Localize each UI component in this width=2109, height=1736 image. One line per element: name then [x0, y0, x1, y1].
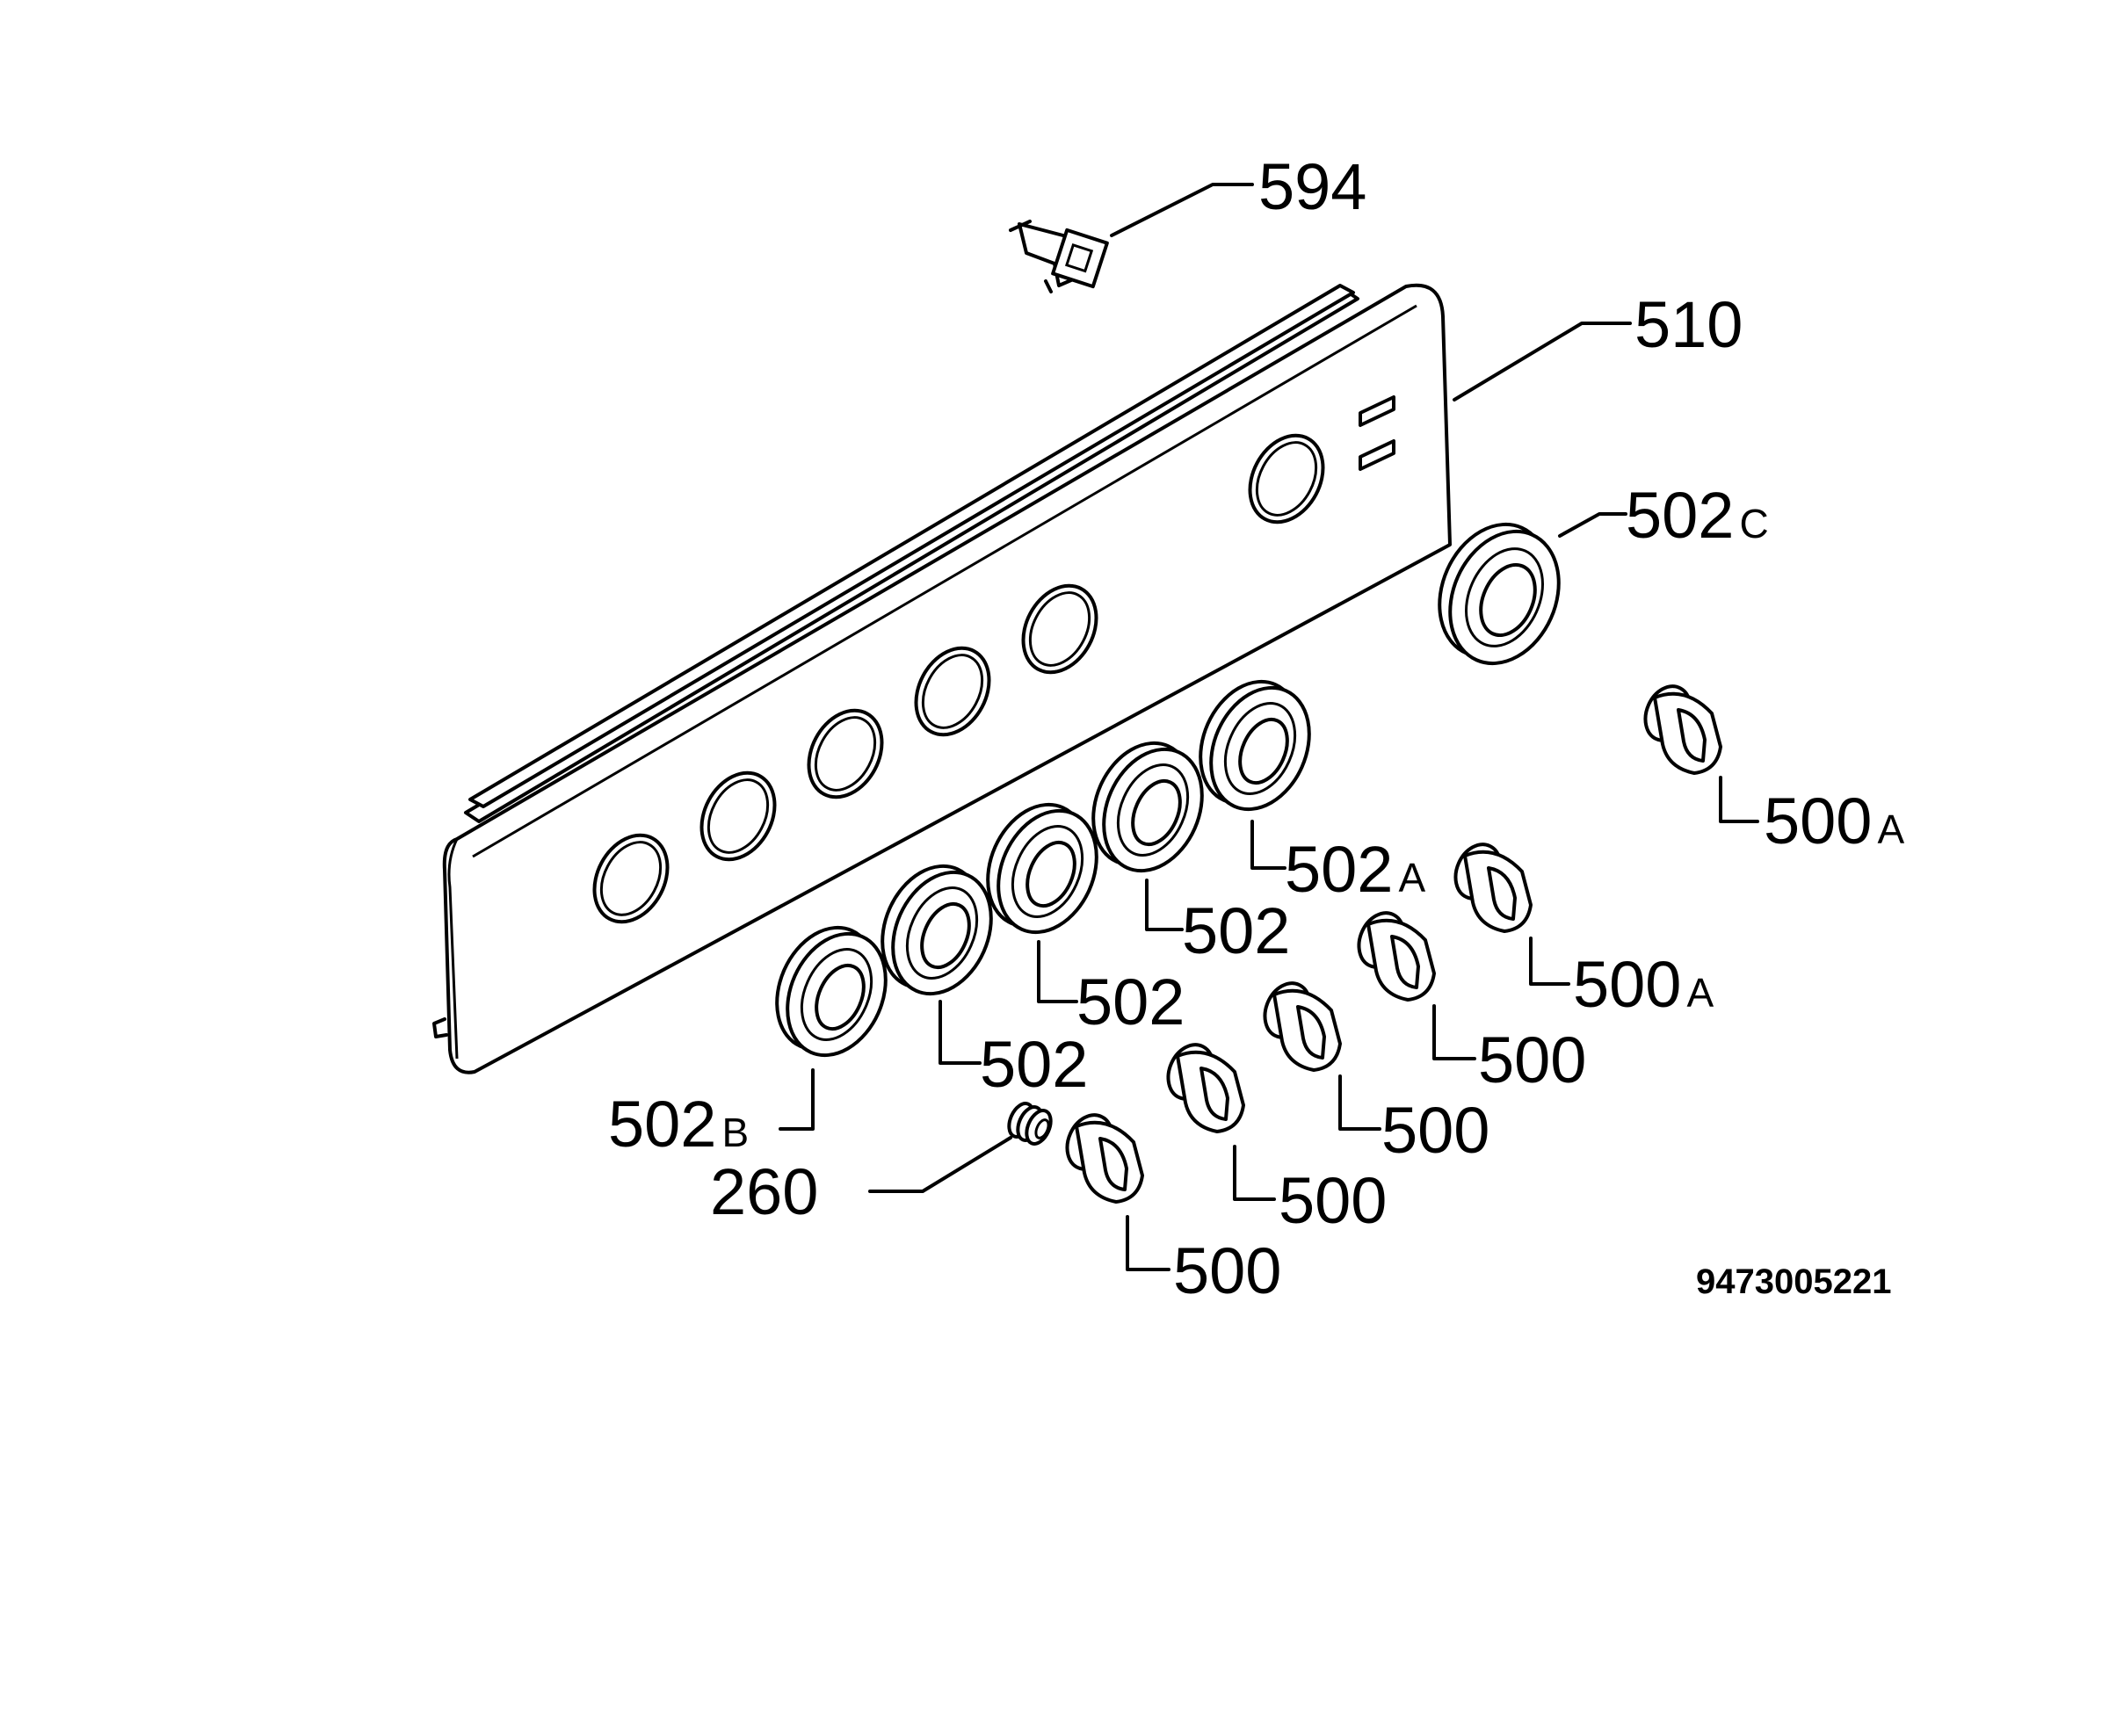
leader-502-2 [1037, 940, 1078, 1003]
label-500-4: 500 [1478, 1024, 1586, 1096]
leader-500a-1 [1719, 776, 1759, 823]
part-500-knob-2 [1166, 1043, 1245, 1133]
label-502-1: 502 [980, 1028, 1088, 1101]
leader-500-4 [1432, 1004, 1476, 1060]
part-260-spring [1007, 1102, 1053, 1146]
panel-knob-holes [592, 433, 1325, 924]
part-500-knob-3 [1263, 981, 1342, 1072]
document-id: 9473005221 [1696, 1262, 1891, 1301]
leader-500a-2 [1529, 937, 1570, 986]
leader-502a [1250, 820, 1286, 870]
part-500a-knob-1 [1643, 684, 1722, 775]
leader-500-3 [1338, 1074, 1381, 1131]
leader-502c [1558, 512, 1627, 538]
leader-502b [779, 1068, 815, 1131]
label-500-1: 500 [1173, 1234, 1281, 1307]
part-594-bracket [1009, 220, 1109, 293]
leader-500-2 [1233, 1145, 1276, 1201]
part-500-knob-1 [1065, 1113, 1144, 1204]
label-594: 594 [1258, 150, 1366, 223]
part-502c-bezel [1438, 522, 1561, 666]
part-502-bezel-3 [1091, 741, 1204, 873]
part-500a-knob-2 [1453, 843, 1533, 933]
part-502-bezel-2 [986, 802, 1098, 935]
label-500-2: 500 [1279, 1164, 1387, 1237]
part-502a-bezel [1199, 679, 1311, 812]
part-502-bezel-1 [881, 864, 993, 996]
leader-502-3 [1145, 879, 1184, 931]
label-510: 510 [1634, 288, 1743, 361]
label-500-3: 500 [1381, 1094, 1489, 1167]
leader-594 [1110, 183, 1254, 237]
part-500-knob-4 [1357, 911, 1436, 1002]
panel-indicator-slots [1359, 395, 1395, 471]
label-502-3: 502 [1182, 894, 1290, 967]
label-502-2: 502 [1076, 966, 1185, 1038]
part-502b-bezel [775, 925, 888, 1058]
leader-502-1 [939, 1000, 982, 1065]
leader-260 [868, 1136, 1012, 1193]
leader-510 [1453, 322, 1632, 401]
label-260: 260 [710, 1155, 818, 1228]
leader-500-1 [1126, 1215, 1170, 1271]
